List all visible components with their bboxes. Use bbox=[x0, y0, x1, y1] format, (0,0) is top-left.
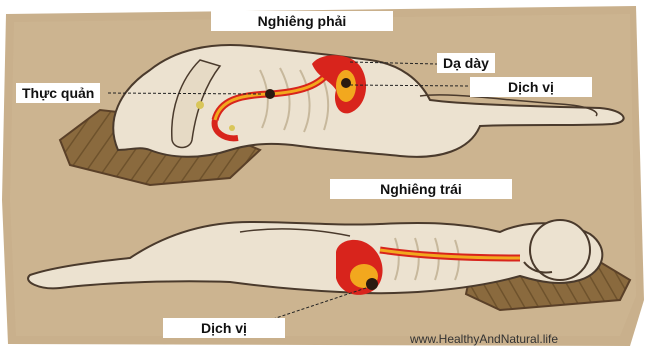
label-right-side: Nghiêng phải bbox=[211, 11, 393, 31]
gastric-dot-top-1 bbox=[341, 78, 351, 88]
label-esophagus: Thực quản bbox=[16, 83, 100, 103]
watermark: www.HealthyAndNatural.life bbox=[410, 332, 558, 346]
label-stomach: Dạ dày bbox=[437, 53, 495, 73]
organ-dot-yellow-2 bbox=[229, 125, 235, 131]
gastric-dot-top-2 bbox=[265, 89, 275, 99]
label-gastric-juice-top: Dịch vị bbox=[470, 77, 592, 97]
gastric-dot-bottom bbox=[366, 278, 378, 290]
organ-dot-yellow-1 bbox=[196, 101, 204, 109]
label-left-side: Nghiêng trái bbox=[330, 179, 512, 199]
label-gastric-juice-bottom: Dịch vị bbox=[163, 318, 285, 338]
